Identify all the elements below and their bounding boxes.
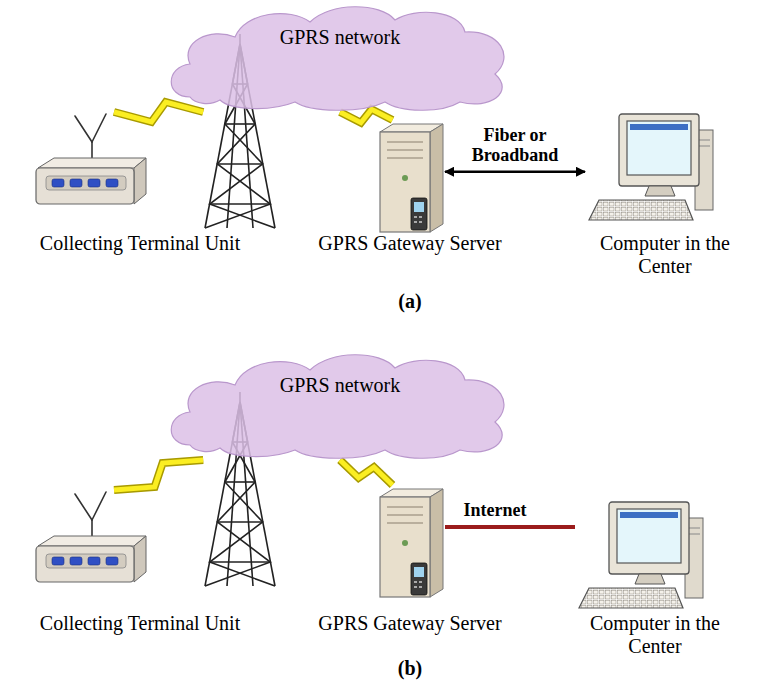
wireless-link <box>340 109 393 122</box>
network-cloud: GPRS network <box>160 2 520 112</box>
link-label: Fiber or Broadband <box>458 124 572 165</box>
wireless-link <box>114 102 203 122</box>
bolt-outline <box>114 460 203 490</box>
cloud-shape <box>171 7 504 111</box>
panel-label: (a) <box>398 290 421 313</box>
cloud-outline <box>160 350 520 460</box>
terminal-icon <box>36 492 146 582</box>
cloud-outline <box>160 2 520 112</box>
network-label: GPRS network <box>160 350 520 397</box>
device-label: GPRS Gateway Server <box>318 232 501 255</box>
link-line <box>445 525 575 529</box>
center-computer: Computer in the Center <box>575 500 705 612</box>
link-line <box>445 171 585 174</box>
device-label: Collecting Terminal Unit <box>40 232 240 255</box>
bolt-outline <box>340 109 393 122</box>
link-label: Internet <box>462 500 529 521</box>
device-label: Computer in the Center <box>575 232 755 278</box>
terminal-unit: Collecting Terminal Unit <box>30 490 150 585</box>
wireless-link <box>114 460 203 490</box>
terminal-icon <box>36 114 146 204</box>
bolt-fill <box>114 460 203 490</box>
cloud-shape <box>171 355 504 459</box>
bolt-outline <box>114 102 203 122</box>
wireless-link <box>340 460 393 485</box>
device-label: Collecting Terminal Unit <box>40 612 240 635</box>
server-icon <box>380 489 443 597</box>
network-cloud: GPRS network <box>160 350 520 460</box>
device-label: GPRS Gateway Server <box>318 612 501 635</box>
server-icon <box>380 124 443 232</box>
device-label: Computer in the Center <box>565 612 745 658</box>
bolt-fill <box>340 460 393 485</box>
computer-icon <box>579 502 703 608</box>
bolt-fill <box>340 109 393 122</box>
bolt-outline <box>340 460 393 485</box>
gateway-server: GPRS Gateway Server <box>375 485 445 600</box>
computer-icon <box>589 114 713 220</box>
panel-label: (b) <box>398 657 422 680</box>
terminal-unit: Collecting Terminal Unit <box>30 112 150 207</box>
wired-link <box>445 526 575 527</box>
network-label: GPRS network <box>160 2 520 49</box>
center-computer: Computer in the Center <box>585 112 715 224</box>
bolt-fill <box>114 102 203 122</box>
wired-link <box>445 171 585 172</box>
gateway-server: GPRS Gateway Server <box>375 120 445 235</box>
